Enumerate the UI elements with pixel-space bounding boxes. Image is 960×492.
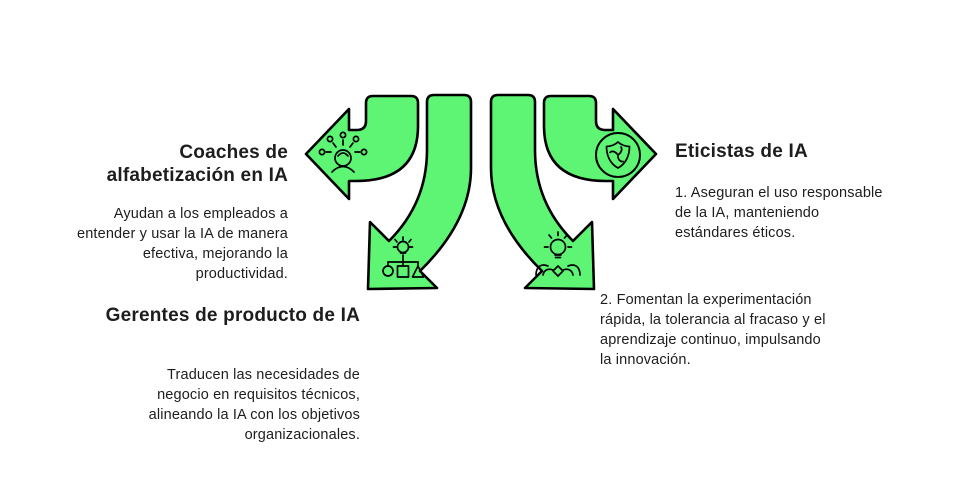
arrow-left (304, 94, 420, 201)
eticistas-description: 1. Aseguran el uso responsable de la IA,… (675, 185, 883, 241)
innovadores-description: 2. Fomentan la experimentación rápida, l… (600, 292, 826, 368)
innovation-lightbulb-hands-icon (535, 231, 581, 277)
gerentes-title: Gerentes de producto de IA (105, 305, 360, 326)
coach-person-ideas-icon (318, 131, 368, 173)
ethics-shield-icon (595, 132, 641, 178)
eticistas-title: Eticistas de IA (675, 141, 808, 162)
product-org-chart-icon (382, 236, 425, 278)
arrow-down-left (366, 93, 473, 291)
block-coaches: Coaches de alfabetización en IA Ayudan a… (58, 141, 288, 284)
coaches-title: Coaches de alfabetización en IA (106, 142, 288, 186)
block-innovadores: 2. Fomentan la experimentación rápida, l… (600, 290, 900, 370)
coaches-description: Ayudan a los empleados a entender y usar… (77, 206, 288, 282)
block-eticistas: Eticistas de IA 1. Aseguran el uso respo… (675, 140, 937, 243)
arrow-right (542, 94, 658, 201)
block-gerentes: Gerentes de producto de IA Traducen las … (58, 304, 360, 445)
arrow-down-right (489, 93, 596, 291)
gerentes-description: Traducen las necesidades de negocio en r… (148, 367, 360, 443)
